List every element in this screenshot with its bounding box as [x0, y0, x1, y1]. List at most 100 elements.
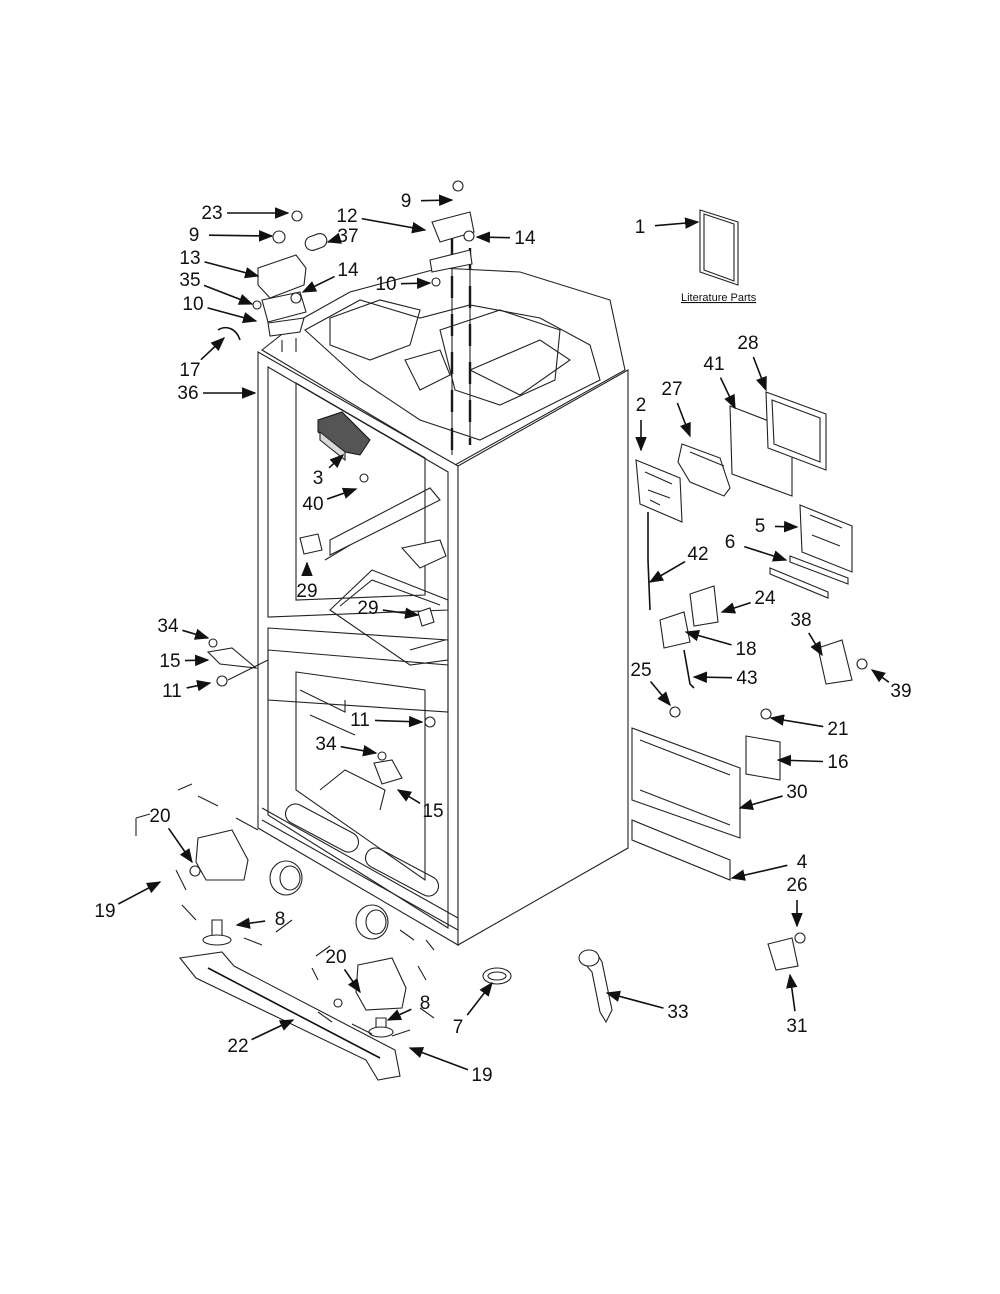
callout-c14b: 14	[301, 260, 359, 293]
leader-arrow	[204, 261, 260, 279]
leader-arrow	[235, 917, 266, 929]
leader-arrow	[117, 881, 162, 905]
top-right-hinge-group	[429, 180, 475, 287]
leader-arrow	[167, 827, 193, 864]
callout-c40: 40	[302, 487, 358, 515]
callout-c30: 30	[738, 782, 808, 811]
callout-c10a: 10	[182, 294, 258, 324]
callout-c22: 22	[227, 1019, 295, 1057]
callout-number: 34	[157, 616, 179, 637]
callout-number: 43	[736, 668, 757, 689]
leader-arrow	[605, 990, 664, 1009]
bottom-hardware	[135, 783, 613, 1081]
leader-arrow	[326, 232, 343, 244]
leader-arrow	[648, 560, 686, 583]
leader-arrow	[326, 487, 358, 500]
callout-number: 14	[337, 260, 359, 281]
callout-number: 39	[890, 681, 911, 702]
literature-parts: Literature Parts	[681, 209, 757, 304]
callout-c27: 27	[661, 379, 691, 438]
callout-number: 4	[797, 852, 808, 873]
callout-number: 8	[275, 909, 286, 930]
callout-c39: 39	[870, 669, 912, 702]
literature-parts-label: Literature Parts	[681, 292, 757, 304]
callout-number: 29	[296, 581, 317, 602]
callout-c18: 18	[684, 629, 757, 660]
leader-arrow	[654, 217, 700, 229]
callout-c36: 36	[177, 383, 257, 404]
callout-c8b: 8	[386, 993, 431, 1021]
leader-arrow	[420, 194, 454, 207]
leader-arrow	[182, 628, 210, 640]
leader-arrow	[774, 520, 799, 533]
callout-c31: 31	[786, 973, 808, 1037]
callout-c33: 33	[605, 990, 689, 1023]
callout-c15a: 15	[159, 651, 210, 672]
callout-number: 13	[179, 248, 200, 269]
leader-arrow	[328, 454, 345, 469]
leader-arrow	[361, 217, 427, 234]
leader-arrow	[340, 745, 378, 757]
callout-number: 28	[737, 333, 758, 354]
leader-arrow	[343, 968, 361, 994]
callout-c1: 1	[635, 217, 700, 238]
callout-c7: 7	[453, 981, 493, 1038]
callout-c34a: 34	[157, 616, 210, 640]
mid-left-hardware	[206, 638, 436, 785]
callout-c28: 28	[737, 333, 767, 392]
callout-c43: 43	[692, 668, 758, 689]
top-left-hinge-group	[217, 210, 328, 352]
callout-number: 19	[94, 901, 115, 922]
callout-c6: 6	[725, 532, 788, 562]
callout-c12: 12	[336, 206, 427, 234]
leader-arrow	[396, 789, 421, 804]
callout-number: 23	[201, 203, 222, 224]
callout-number: 10	[182, 294, 203, 315]
callout-number: 29	[357, 598, 378, 619]
callout-c9b: 9	[401, 191, 454, 212]
leader-arrow	[752, 356, 767, 392]
callout-number: 11	[350, 710, 370, 731]
callout-number: 1	[635, 217, 646, 238]
callout-number: 41	[703, 354, 724, 375]
callout-c20b: 20	[325, 947, 361, 994]
callout-c16: 16	[776, 752, 849, 773]
leader-arrow	[769, 714, 824, 728]
leader-arrow	[738, 795, 783, 811]
callout-number: 25	[630, 660, 651, 681]
leader-arrow	[374, 715, 424, 728]
callout-c9a: 9	[189, 225, 274, 246]
leader-arrow	[203, 284, 254, 305]
callout-number: 14	[514, 228, 536, 249]
callout-number: 24	[754, 588, 776, 609]
ice-dispenser-housing	[317, 411, 371, 483]
callout-number: 5	[755, 516, 766, 537]
callout-c17: 17	[179, 337, 226, 381]
callout-number: 27	[661, 379, 682, 400]
callout-number: 8	[420, 993, 431, 1014]
callout-number: 37	[337, 226, 358, 247]
callout-number: 3	[313, 468, 324, 489]
callout-c3: 3	[313, 454, 345, 489]
callout-number: 22	[227, 1036, 248, 1057]
callout-number: 15	[422, 801, 443, 822]
callout-c19a: 19	[94, 881, 162, 922]
callout-c38: 38	[790, 610, 823, 657]
callout-c2: 2	[635, 395, 647, 452]
callout-number: 20	[149, 806, 170, 827]
leader-arrow	[184, 654, 210, 667]
leader-arrow	[692, 671, 733, 684]
callout-number: 38	[790, 610, 811, 631]
callout-number: 30	[786, 782, 807, 803]
callout-number: 9	[401, 191, 412, 212]
callout-c15b: 15	[396, 789, 444, 822]
leader-arrow	[870, 669, 890, 683]
callout-number: 7	[453, 1017, 464, 1038]
leader-arrow	[207, 307, 258, 324]
leader-arrow	[475, 231, 511, 244]
callout-number: 20	[325, 947, 346, 968]
control-switch	[299, 533, 447, 627]
callout-c21: 21	[769, 714, 849, 740]
callout-c35: 35	[179, 270, 254, 305]
callout-c41: 41	[703, 354, 736, 410]
